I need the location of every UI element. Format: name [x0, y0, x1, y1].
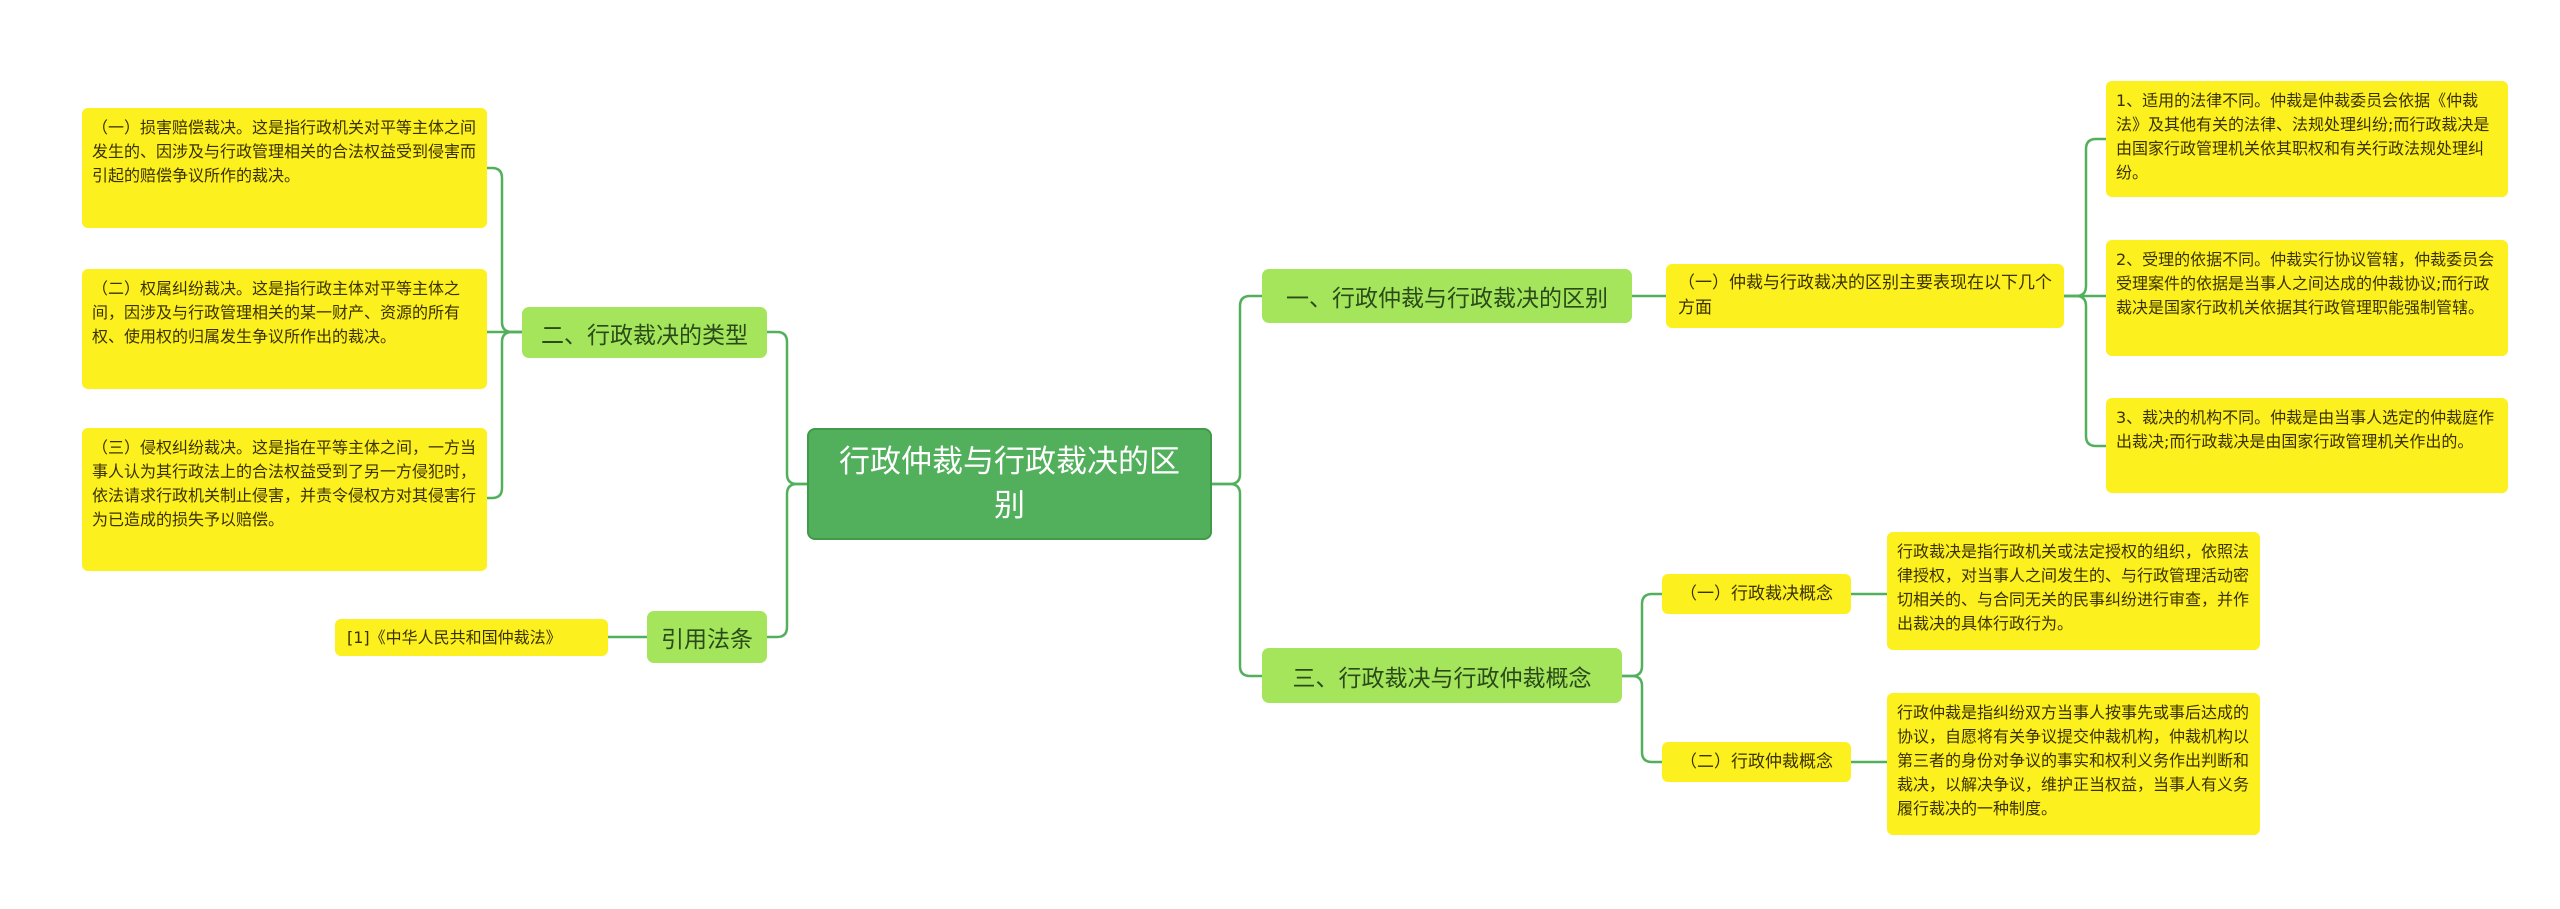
types-item-1-text: （一）损害赔偿裁决。这是指行政机关对平等主体之间发生的、因涉及与行政管理相关的合… — [92, 118, 477, 185]
edge-concept-sub2 — [1622, 674, 1662, 764]
types-item-1[interactable]: （一）损害赔偿裁决。这是指行政机关对平等主体之间发生的、因涉及与行政管理相关的合… — [82, 108, 487, 228]
branch-citation[interactable]: 引用法条 — [647, 611, 767, 663]
branch-concept-label: 三、行政裁决与行政仲裁概念 — [1292, 665, 1592, 692]
edge-concept-sub1 — [1622, 592, 1662, 678]
edge-sub-item1 — [2064, 137, 2106, 298]
citation-item-text: [1]《中华人民共和国仲裁法》 — [347, 627, 562, 647]
concept-text-2-content: 行政仲裁是指纠纷双方当事人按事先或事后达成的协议，自愿将有关争议提交仲裁机构，仲… — [1897, 703, 2250, 818]
citation-item[interactable]: [1]《中华人民共和国仲裁法》 — [335, 619, 608, 656]
difference-item-2-text: 2、受理的依据不同。仲裁实行协议管辖，仲裁委员会受理案件的依据是当事人之间达成的… — [2116, 250, 2495, 317]
difference-sub-text: （一）仲裁与行政裁决的区别主要表现在以下几个方面 — [1678, 273, 2052, 318]
types-item-2[interactable]: （二）权属纠纷裁决。这是指行政主体对平等主体之间，因涉及与行政管理相关的某一财产… — [82, 269, 487, 389]
concept-text-2[interactable]: 行政仲裁是指纠纷双方当事人按事先或事后达成的协议，自愿将有关争议提交仲裁机构，仲… — [1887, 693, 2260, 835]
edge-root-difference — [1212, 294, 1262, 486]
edge-types-item1 — [487, 166, 522, 334]
edge-root-citation — [767, 482, 807, 639]
root-label: 行政仲裁与行政裁决的区别 — [839, 444, 1180, 524]
branch-citation-label: 引用法条 — [661, 627, 753, 653]
difference-item-2[interactable]: 2、受理的依据不同。仲裁实行协议管辖，仲裁委员会受理案件的依据是当事人之间达成的… — [2106, 240, 2508, 356]
root-node[interactable]: 行政仲裁与行政裁决的区别 — [807, 428, 1212, 540]
concept-sub-2-label: （二）行政仲裁概念 — [1680, 751, 1833, 772]
types-item-3[interactable]: （三）侵权纠纷裁决。这是指在平等主体之间，一方当事人认为其行政法上的合法权益受到… — [82, 428, 487, 571]
branch-types[interactable]: 二、行政裁决的类型 — [522, 307, 767, 358]
types-item-2-text: （二）权属纠纷裁决。这是指行政主体对平等主体之间，因涉及与行政管理相关的某一财产… — [92, 279, 461, 346]
edge-root-concept — [1212, 482, 1262, 678]
difference-sub[interactable]: （一）仲裁与行政裁决的区别主要表现在以下几个方面 — [1666, 264, 2064, 328]
difference-item-3-text: 3、裁决的机构不同。仲裁是由当事人选定的仲裁庭作出裁决;而行政裁决是由国家行政管… — [2116, 408, 2495, 451]
edge-sub-item3 — [2064, 294, 2106, 448]
branch-types-label: 二、行政裁决的类型 — [541, 322, 748, 349]
types-item-3-text: （三）侵权纠纷裁决。这是指在平等主体之间，一方当事人认为其行政法上的合法权益受到… — [92, 438, 477, 529]
concept-sub-2[interactable]: （二）行政仲裁概念 — [1662, 742, 1851, 782]
concept-text-1[interactable]: 行政裁决是指行政机关或法定授权的组织，依照法律授权，对当事人之间发生的、与行政管… — [1887, 532, 2260, 650]
concept-sub-1-label: （一）行政裁决概念 — [1680, 583, 1833, 604]
edge-root-types — [767, 330, 807, 486]
concept-sub-1[interactable]: （一）行政裁决概念 — [1662, 574, 1851, 614]
difference-item-1[interactable]: 1、适用的法律不同。仲裁是仲裁委员会依据《仲裁法》及其他有关的法律、法规处理纠纷… — [2106, 81, 2508, 197]
branch-difference[interactable]: 一、行政仲裁与行政裁决的区别 — [1262, 269, 1632, 323]
branch-concept[interactable]: 三、行政裁决与行政仲裁概念 — [1262, 648, 1622, 703]
difference-item-1-text: 1、适用的法律不同。仲裁是仲裁委员会依据《仲裁法》及其他有关的法律、法规处理纠纷… — [2116, 91, 2490, 182]
edge-types-item3 — [487, 330, 522, 500]
concept-text-1-content: 行政裁决是指行政机关或法定授权的组织，依照法律授权，对当事人之间发生的、与行政管… — [1897, 542, 2250, 633]
difference-item-3[interactable]: 3、裁决的机构不同。仲裁是由当事人选定的仲裁庭作出裁决;而行政裁决是由国家行政管… — [2106, 398, 2508, 493]
branch-difference-label: 一、行政仲裁与行政裁决的区别 — [1286, 286, 1608, 312]
